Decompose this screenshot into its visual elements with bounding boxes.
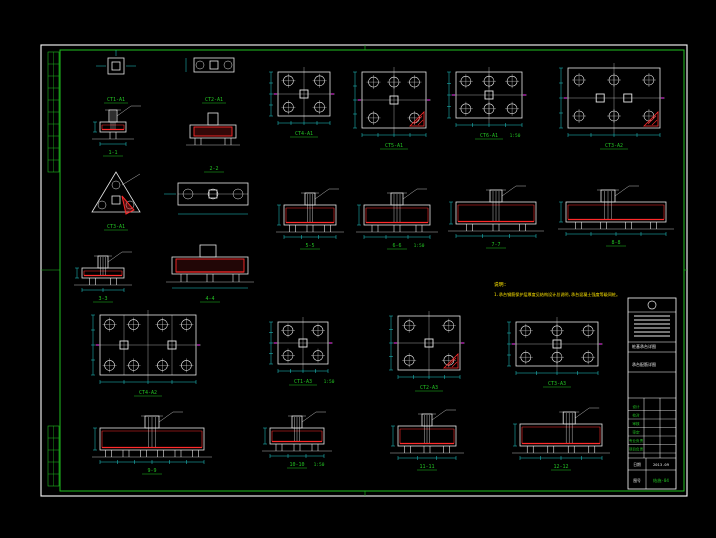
footing-label: CT6-A1 [480,133,498,139]
footing-label: CT1-A3 [294,379,312,385]
footing-section-5-5[interactable]: 5-5 [276,188,344,250]
footing-section-4-4[interactable]: 4-4 [166,244,254,303]
footing-plan-ct4-a1-small[interactable] [164,182,249,215]
sheet-frame [40,44,688,497]
footing-label: CT3-A3 [548,381,566,387]
date-label: 日期 [633,462,641,467]
section-label: 1-1 [108,150,117,156]
project-name: 桩基承台详图 [632,343,656,349]
footing-section-8-8[interactable]: 8-8 [558,185,674,247]
footing-plan-ct5-a1[interactable]: CT5-A1 [353,67,431,150]
title-row-label: 审定 [632,430,640,435]
footing-section-6-6[interactable]: 6-6 1:50 [356,188,438,250]
footing-section-11-11[interactable]: 11-11 [390,409,464,471]
section-label: 6-6 [392,243,401,249]
footing-section-3-3[interactable]: 3-3 [74,251,132,303]
title-row-label: 项目负责 [629,447,644,452]
drawing-no-value: 结施-04 [653,477,669,484]
sheet-title: 承台配筋详图 [632,361,656,367]
footing-plan-ct2-a1-small[interactable]: CT2-A1 [185,57,235,104]
footing-label: CT3-A2 [605,143,623,149]
section-label: 7-7 [491,242,500,248]
binding-strip [47,51,60,487]
footing-label: CT1-A1 [107,97,125,103]
section-scale: 1:50 [314,462,325,468]
footing-plan-ct2-a3[interactable]: CT2-A3 [389,311,465,392]
footing-label: CT4-A1 [295,131,313,137]
footing-plan-ct4-a2[interactable]: CT4-A2 [91,310,201,397]
title-row-label: 校对 [632,413,640,418]
note-title: 说明: [494,281,506,288]
footing-plan-ct3-a1-small[interactable]: CT3-A1 [91,171,141,231]
footing-plan-ct3-a2[interactable]: CT3-A2 [559,63,665,150]
section-label: 5-5 [305,243,314,249]
footing-section-2-2[interactable]: 2-2 [186,112,240,173]
footing-label: CT4-A2 [139,390,157,396]
section-label: 8-8 [611,240,620,246]
drawing-no-label: 图号 [633,478,641,483]
note-text: 1.承台钢筋保护层厚度见结构设计总说明,承台混凝土强度等级同桩。 [494,291,620,297]
section-label: 3-3 [98,296,107,302]
footing-label: CT5-A1 [385,143,403,149]
section-scale: 1:50 [414,243,425,249]
footing-section-9-9[interactable]: 9-9 [92,411,212,475]
footing-section-10-10[interactable]: 10-10 1:50 [262,411,332,469]
footing-scale: 1:50 [324,379,335,385]
footing-section-1-1[interactable]: 1-1 [92,105,141,157]
section-label: 9-9 [147,468,156,474]
footing-section-7-7[interactable]: 7-7 [448,185,544,249]
footing-label: CT2-A1 [205,97,223,103]
title-row-label: 审核 [632,421,640,426]
section-label: 12-12 [553,464,568,470]
title-row-label: 设计 [632,404,640,409]
footing-label: CT3-A1 [107,224,125,230]
section-label: 10-10 [289,462,304,468]
footing-plan-ct6-a1[interactable]: CT6-A1 1:50 [447,67,527,140]
section-label: 2-2 [209,166,218,172]
section-label: 4-4 [205,296,214,302]
footing-plan-ct1-a1-small[interactable]: CT1-A1 [96,50,136,104]
general-note: 说明: 1.承台钢筋保护层厚度见结构设计总说明,承台混凝土强度等级同桩。 [494,281,620,297]
footing-label: CT2-A3 [420,385,438,391]
footing-scale: 1:50 [510,133,521,139]
footing-plan-ct3-a3[interactable]: CT3-A3 [507,317,603,388]
section-label: 11-11 [419,464,434,470]
footing-plan-ct4-a1[interactable]: CT4-A1 [269,67,335,138]
title-row-label: 专业负责 [629,438,644,443]
footing-section-12-12[interactable]: 12-12 [512,407,610,471]
footing-plan-ct1-a3[interactable]: CT1-A3 1:50 [269,317,335,386]
date-value: 2013.09 [653,462,670,467]
